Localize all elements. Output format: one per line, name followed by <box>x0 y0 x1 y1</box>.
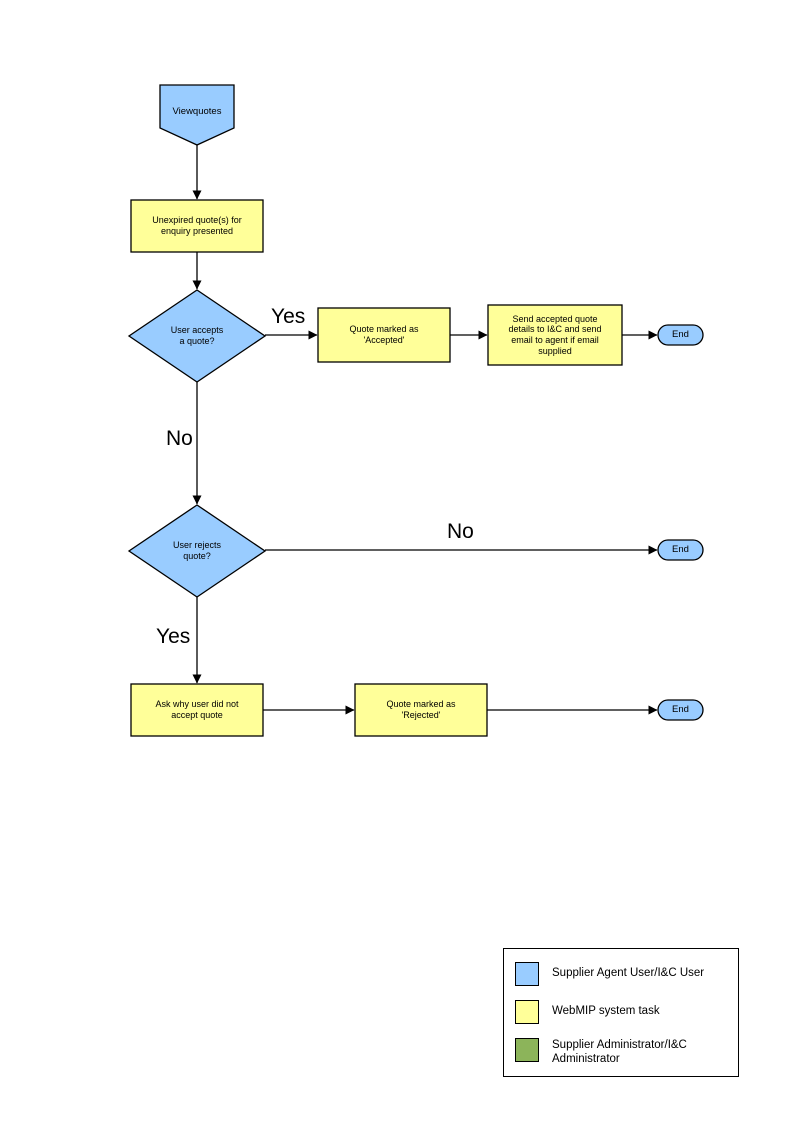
node-process-quote-accepted[interactable] <box>317 307 451 363</box>
legend-label-administrator: Supplier Administrator/I&C Administrator <box>552 1039 687 1066</box>
node-process-quote-rejected[interactable] <box>354 683 488 737</box>
edge-label-no-user-accepts: No <box>166 427 193 450</box>
node-decision-user-accepts-quote[interactable] <box>127 289 267 383</box>
edge-label-yes-user-rejects: Yes <box>156 625 191 648</box>
node-start-viewquotes[interactable] <box>159 84 235 146</box>
node-process-ask-why[interactable] <box>130 683 264 737</box>
legend-label-actor-user: Supplier Agent User/I&C User <box>552 967 705 979</box>
legend-item-supplier-agent-user: Supplier Agent User/I&C User <box>515 962 704 986</box>
node-end-2[interactable] <box>657 539 704 561</box>
legend: Supplier Agent User/I&C User WebMIP syst… <box>503 948 739 1077</box>
legend-swatch-actor-user <box>515 962 539 986</box>
node-decision-user-rejects-quote[interactable] <box>127 504 267 598</box>
node-process-send-accepted-details[interactable] <box>487 304 623 366</box>
edge-label-no-user-rejects: No <box>447 520 474 543</box>
legend-swatch-administrator <box>515 1038 539 1062</box>
legend-item-webmip-system-task: WebMIP system task <box>515 1000 660 1024</box>
node-end-1[interactable] <box>657 324 704 346</box>
legend-item-supplier-administrator: Supplier Administrator/I&C Administrator <box>515 1038 687 1067</box>
node-process-unexpired-quotes[interactable] <box>130 199 264 253</box>
legend-swatch-system-task <box>515 1000 539 1024</box>
edge-label-yes-user-accepts: Yes <box>271 305 306 328</box>
legend-label-system-task: WebMIP system task <box>552 1005 660 1017</box>
node-end-3[interactable] <box>657 699 704 721</box>
